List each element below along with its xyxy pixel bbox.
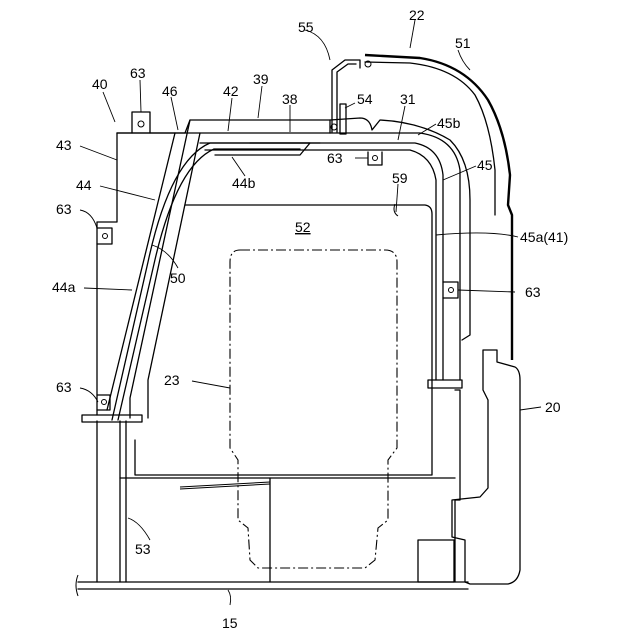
left-housing-outline	[97, 133, 117, 415]
label-44b: 44b	[232, 175, 256, 191]
leader-44b	[232, 157, 245, 176]
leader-63e	[80, 388, 98, 402]
leader-23	[192, 381, 230, 388]
label-63-d: 63	[525, 284, 541, 300]
label-20: 20	[545, 399, 561, 415]
leader-51	[458, 50, 470, 70]
leader-45b	[418, 124, 436, 135]
label-52: 52	[295, 219, 311, 235]
leader-40	[103, 92, 115, 122]
label-22: 22	[409, 7, 425, 23]
arch-50-inner	[118, 149, 300, 420]
bracket-left-mid	[97, 228, 112, 244]
label-54: 54	[357, 91, 373, 107]
label-45: 45	[477, 157, 493, 173]
cover-51	[365, 55, 512, 360]
leader-53	[128, 518, 150, 540]
label-40: 40	[92, 76, 108, 92]
label-38: 38	[282, 91, 298, 107]
outline-23	[230, 250, 397, 568]
arch-45-foot	[428, 380, 462, 388]
label-63-e: 63	[56, 379, 72, 395]
right-frame	[455, 390, 460, 582]
leader-44a	[84, 288, 132, 290]
arch-50	[112, 143, 320, 420]
label-39: 39	[253, 71, 269, 87]
leader-42	[228, 98, 232, 131]
top-plate-39	[117, 120, 330, 133]
label-55: 55	[298, 19, 314, 35]
label-46: 46	[162, 83, 178, 99]
label-44a: 44a	[52, 279, 76, 295]
label-51: 51	[455, 35, 471, 51]
seat-body-52	[135, 205, 432, 475]
bracket-right-mid	[443, 282, 458, 298]
bracket-left-low-hole	[102, 400, 107, 405]
label-31: 31	[400, 91, 416, 107]
label-63-c: 63	[56, 201, 72, 217]
leader-15	[228, 590, 231, 605]
leader-43	[80, 146, 117, 160]
leader-39	[258, 86, 262, 118]
leader-63c	[80, 210, 97, 228]
lower-right-block	[418, 540, 454, 582]
leader-63d	[458, 290, 515, 292]
bracket-right-mid-hole	[449, 288, 454, 293]
label-45a: 45a(41)	[520, 229, 568, 245]
label-23: 23	[164, 372, 180, 388]
label-63-top: 63	[130, 65, 146, 81]
leader-22	[410, 20, 415, 48]
label-63-b: 63	[327, 150, 343, 166]
bracket-right-top	[368, 152, 382, 165]
leader-59	[396, 184, 398, 212]
label-45b: 45b	[437, 115, 461, 131]
label-59: 59	[392, 170, 408, 186]
bracket-top-hole	[138, 121, 144, 127]
leader-45a	[436, 233, 518, 237]
bracket-right-top-hole	[373, 156, 378, 161]
bracket-left-mid-hole	[103, 234, 108, 239]
leader-20	[520, 407, 541, 410]
cover-shell	[330, 118, 470, 340]
leader-63a	[140, 80, 141, 112]
pillar-44-outer	[130, 120, 190, 418]
label-53: 53	[135, 541, 151, 557]
floor-break-mark	[76, 575, 78, 596]
label-44: 44	[76, 177, 92, 193]
label-42: 42	[223, 83, 239, 99]
label-50: 50	[170, 270, 186, 286]
leader-44	[100, 186, 155, 200]
bracket-top	[132, 112, 150, 133]
leader-46	[171, 97, 178, 130]
label-15: 15	[222, 615, 238, 631]
label-43: 43	[56, 137, 72, 153]
